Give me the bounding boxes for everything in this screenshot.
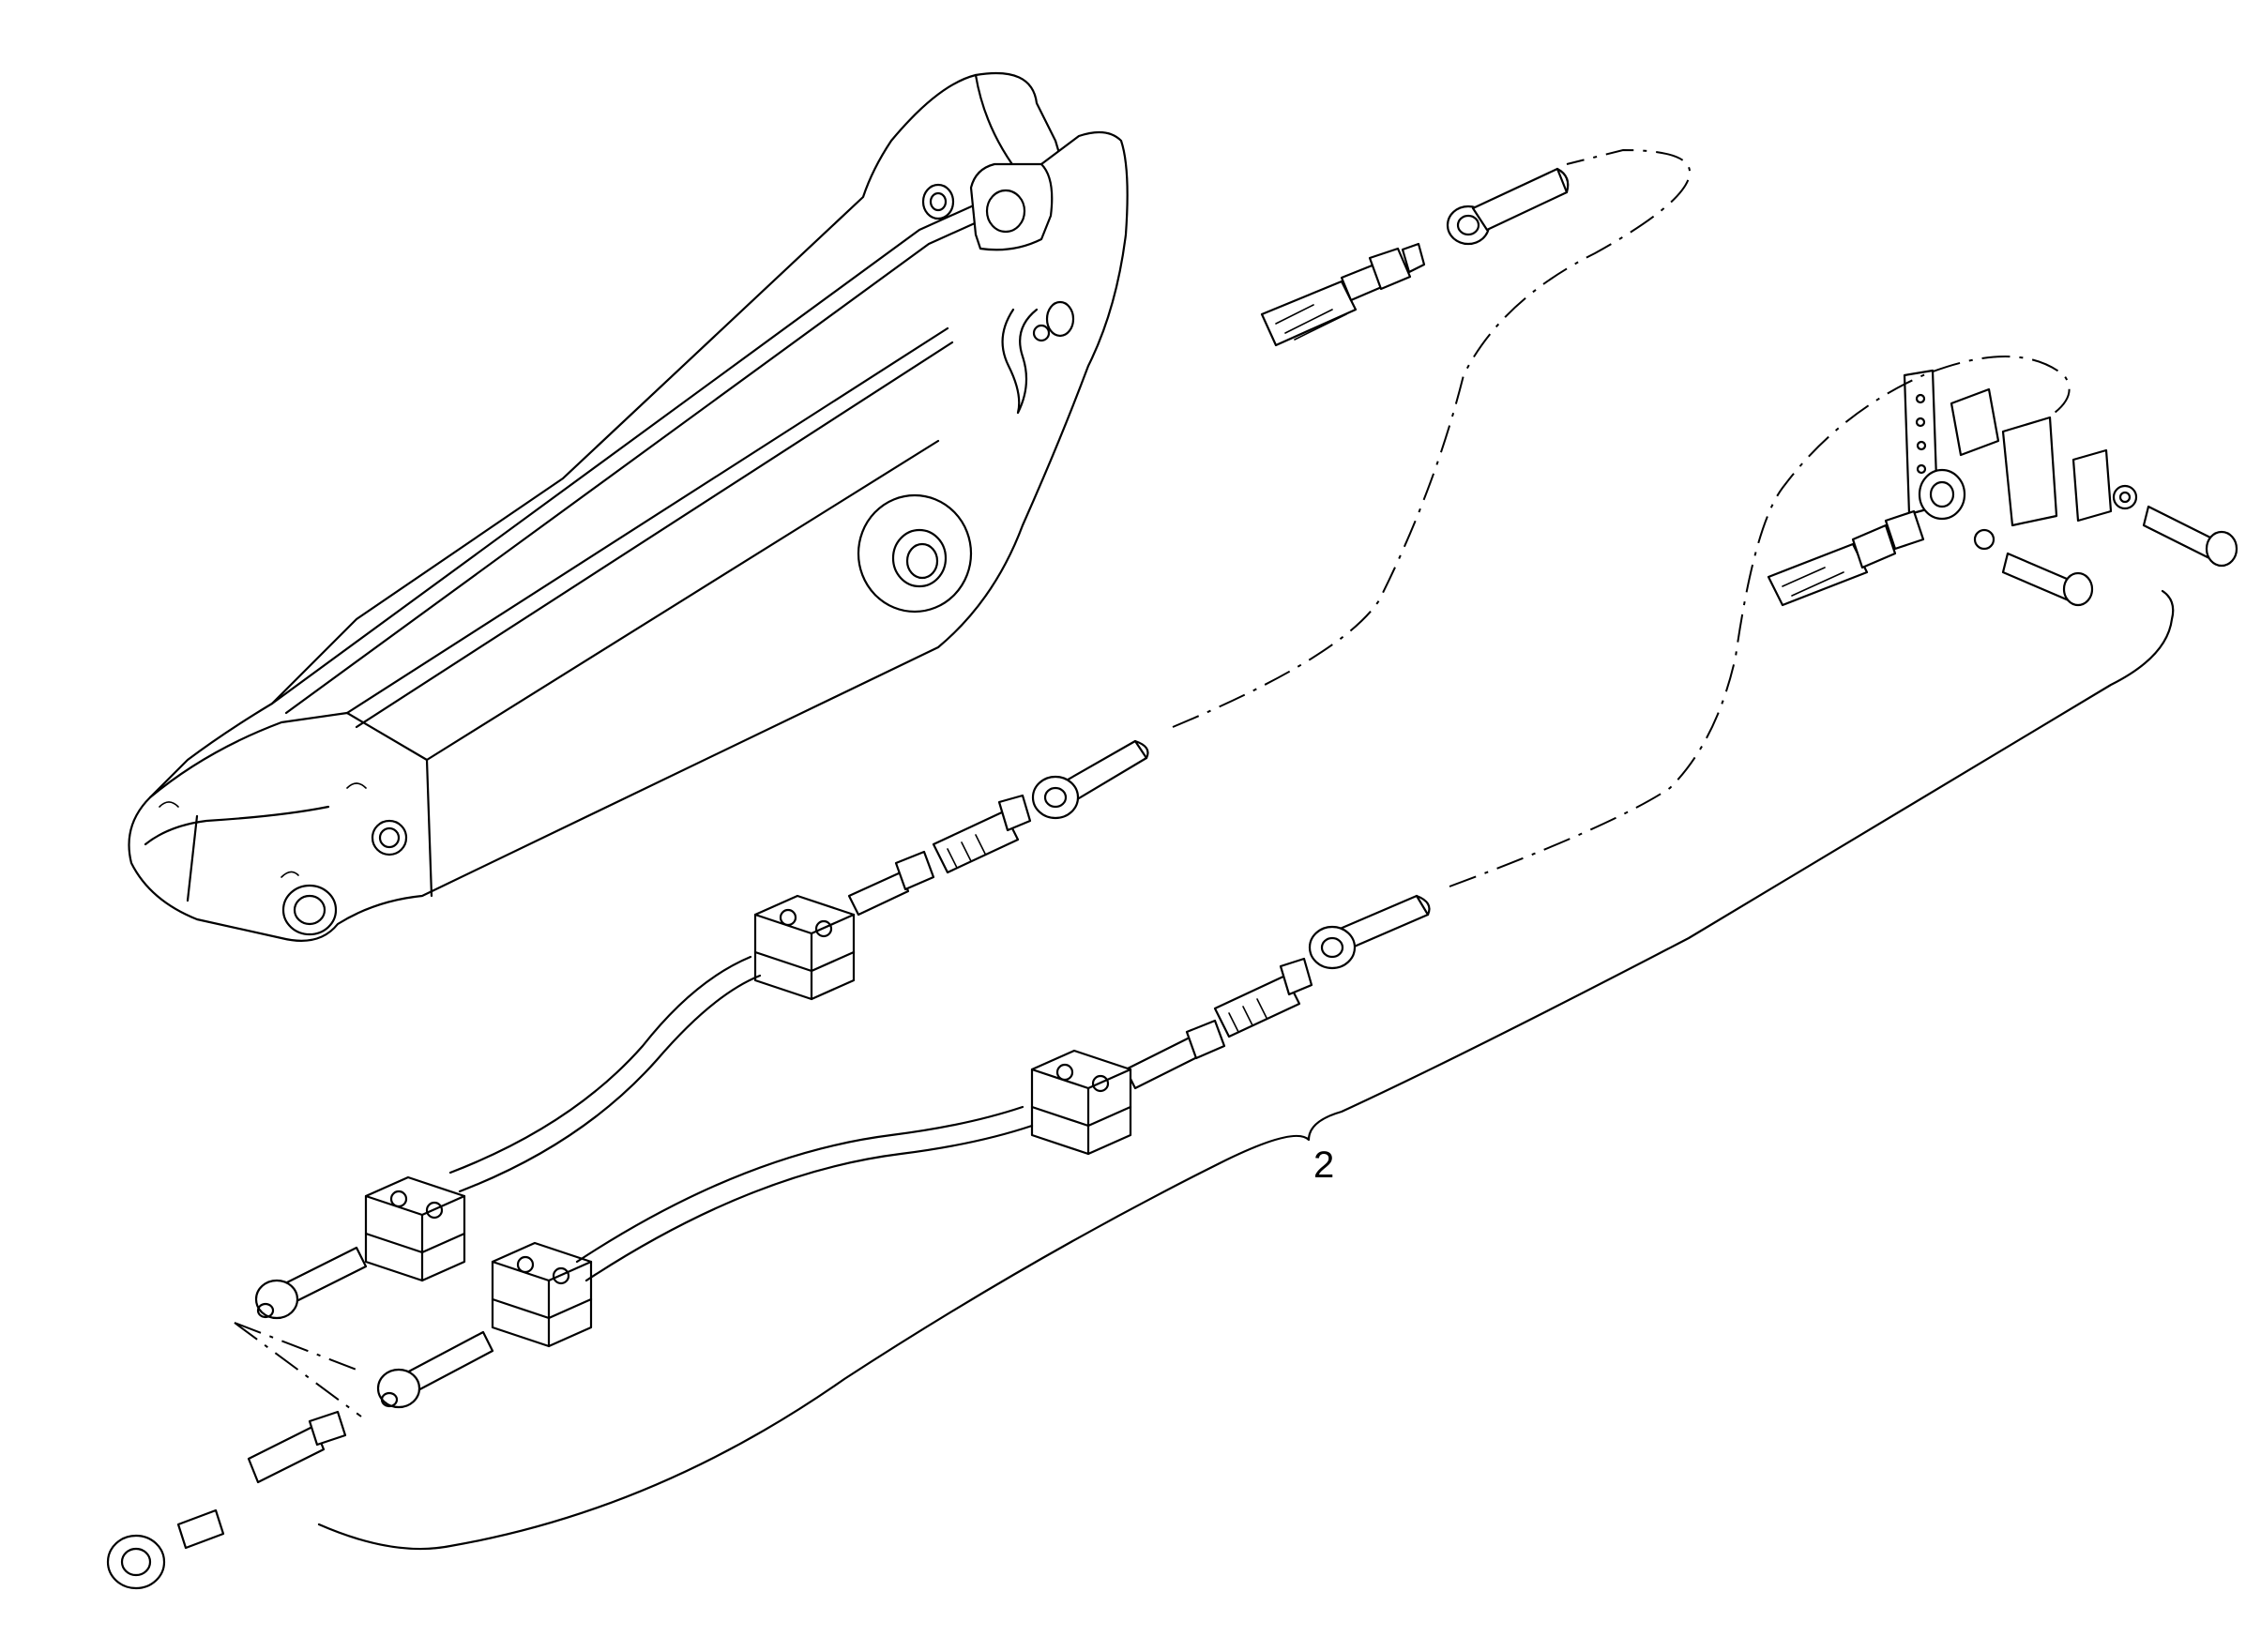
fitting-left-lower [106,1330,494,1590]
hose-lower [575,1105,1034,1282]
clamp-3 [364,1175,466,1282]
hose-upper [448,955,762,1193]
coupling-set-lower [1124,894,1431,1090]
clamp-2 [1030,1049,1132,1156]
bracket-assembly-right [1767,369,2238,607]
callout-label-2: 2 [1313,1144,1335,1186]
fitting-left-upper [254,1246,368,1320]
boom-arm [128,71,1129,942]
clamp-1 [753,894,856,1001]
clamp-4 [491,1241,593,1348]
coupling-set-upper [847,739,1149,917]
routing-lines [234,148,2071,1417]
callout-brace [317,589,2175,1551]
hose-fitting-upper [1260,167,1570,347]
